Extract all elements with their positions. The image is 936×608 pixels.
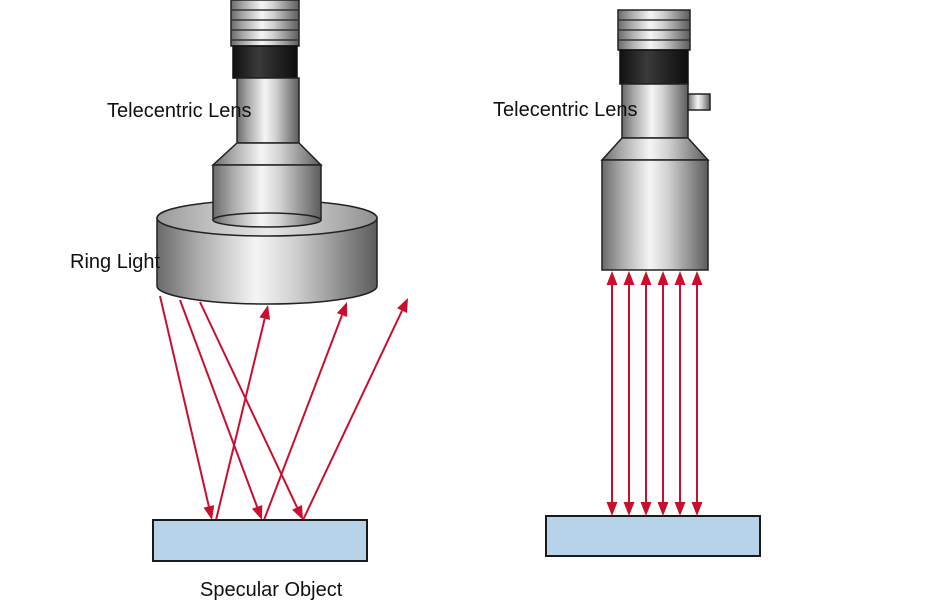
left-ray-up-2-head bbox=[336, 302, 348, 318]
left-lens-assembly bbox=[156, 0, 378, 305]
right-ray-4-head bbox=[657, 502, 669, 516]
ring-light-label: Ring Light bbox=[70, 251, 161, 273]
left-ray-down-1 bbox=[159, 295, 210, 507]
right-lens-lower-barrel bbox=[601, 159, 709, 271]
left-ray-down-2 bbox=[179, 299, 259, 508]
left-ray-up-2 bbox=[263, 314, 343, 521]
right-lens-knurl-band bbox=[619, 49, 689, 85]
right-light-rays bbox=[606, 271, 703, 516]
right-ray-3-head bbox=[640, 502, 652, 516]
left-lens-taper bbox=[211, 142, 323, 166]
left-lens-upper-barrel bbox=[236, 77, 300, 144]
left-lens-knurl-band bbox=[232, 45, 298, 79]
right-ray-2-head bbox=[623, 502, 635, 516]
right-ray-4-tail-head bbox=[657, 271, 669, 285]
right-ray-2-tail-head bbox=[623, 271, 635, 285]
right-ray-1-tail-head bbox=[606, 271, 618, 285]
left-specular-object bbox=[152, 519, 368, 562]
right-lens-top-cap bbox=[617, 9, 691, 51]
left-light-rays bbox=[159, 295, 408, 521]
left-ray-up-3 bbox=[302, 310, 403, 521]
left-lens-top-cap bbox=[230, 0, 300, 47]
right-ray-5-head bbox=[674, 502, 686, 516]
right-ray-1-head bbox=[606, 502, 618, 516]
right-lens-taper bbox=[600, 137, 710, 161]
right-lens-side-screw bbox=[687, 93, 711, 111]
left-ray-down-3-head bbox=[292, 504, 303, 520]
right-lens-label: Telecentric Lens bbox=[493, 99, 638, 121]
right-ray-6-tail-head bbox=[691, 271, 703, 285]
right-ray-6-head bbox=[691, 502, 703, 516]
right-specular-object bbox=[545, 515, 761, 557]
left-ray-up-3-head bbox=[397, 298, 408, 314]
right-lens-assembly bbox=[600, 9, 711, 271]
left-lens-label: Telecentric Lens bbox=[107, 100, 252, 122]
right-lens-upper-barrel bbox=[621, 83, 689, 139]
left-ray-down-3 bbox=[199, 301, 298, 508]
left-ray-up-1-head bbox=[259, 305, 271, 320]
left-ray-down-2-head bbox=[251, 504, 263, 520]
left-lens-lower-barrel bbox=[212, 164, 322, 228]
right-ray-3-tail-head bbox=[640, 271, 652, 285]
specular-object-label: Specular Object bbox=[200, 579, 343, 601]
right-ray-5-tail-head bbox=[674, 271, 686, 285]
left-ray-down-1-head bbox=[203, 505, 215, 520]
left-ray-up-1 bbox=[215, 318, 266, 521]
